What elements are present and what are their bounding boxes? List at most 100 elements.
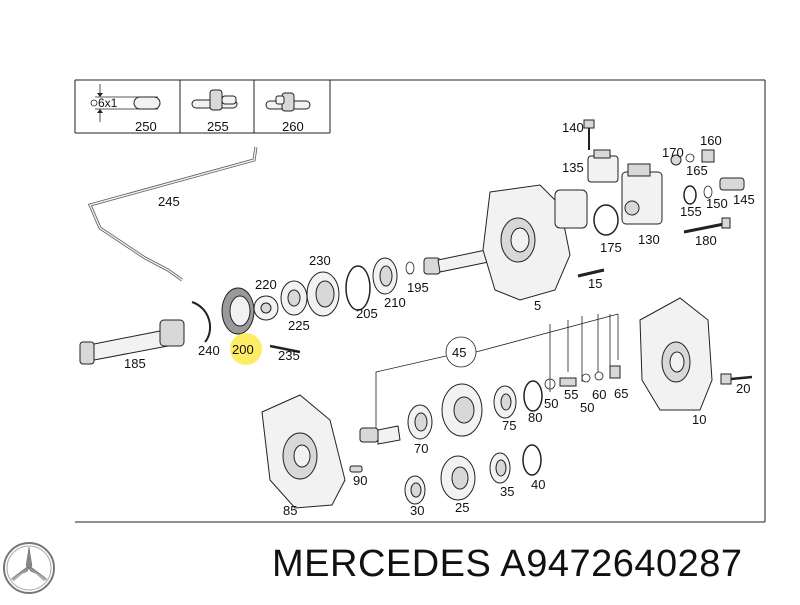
brand-name: MERCEDES: [272, 543, 492, 585]
part-150-ring: 150: [703, 185, 728, 211]
part-40-ring: 40: [522, 444, 545, 492]
part-200-bearing: 200: [221, 287, 262, 365]
callout-260: 260: [282, 119, 304, 134]
part-55-spring: 55: [559, 377, 578, 402]
part-240-snap-ring: 240: [191, 301, 220, 358]
callout-90: 90: [353, 473, 367, 488]
legend-t-connector: 255: [191, 89, 238, 134]
part-165-washer: 165: [685, 153, 708, 178]
callout-65: 65: [614, 386, 628, 401]
part-155-ring: 155: [680, 185, 702, 219]
part-145-sensor: 145: [719, 177, 755, 207]
callout-245: 245: [158, 194, 180, 209]
callout-10: 10: [692, 412, 706, 427]
callout-195: 195: [407, 280, 429, 295]
callout-140: 140: [562, 120, 584, 135]
part-130-valve-housing: 130: [621, 163, 663, 247]
part-210-bearing: 210: [372, 257, 406, 310]
callout-35: 35: [500, 484, 514, 499]
part-35-bearing: 35: [489, 452, 514, 499]
callout-130: 130: [638, 232, 660, 247]
callout-240: 240: [198, 343, 220, 358]
part-235-pin: 235: [269, 344, 301, 363]
part-90-pin: 90: [349, 465, 367, 488]
part-75-bearing: 75: [493, 385, 517, 433]
callout-210: 210: [384, 295, 406, 310]
callout-5: 5: [534, 298, 541, 313]
part-175-gasket: 175: [593, 204, 622, 255]
part-30-bearing: 30: [404, 475, 426, 518]
callout-220: 220: [255, 277, 277, 292]
arrow-down-icon: [97, 93, 103, 97]
part-45-group-bracket: 45: [375, 313, 619, 430]
part-225-gear: 225: [280, 280, 310, 333]
part-15-stud: 15: [577, 268, 605, 291]
callout-235: 235: [278, 348, 300, 363]
highlight-marker: [230, 333, 262, 365]
part-5-housing: 5: [482, 184, 588, 313]
part-185-shaft: 185: [79, 319, 185, 371]
part-160-plug: 160: [700, 133, 722, 163]
callout-80: 80: [528, 410, 542, 425]
part-70-bearing: 70: [407, 404, 433, 456]
callout-50-upper: 50: [544, 396, 558, 411]
callout-205: 205: [356, 306, 378, 321]
legend-hose: 6x1 250: [90, 84, 161, 134]
hose-dimension-label: 6x1: [98, 96, 118, 110]
mercedes-star-logo: [3, 542, 55, 594]
gear-upper: [441, 383, 483, 437]
part-135-block: 135: [562, 149, 619, 183]
part-245-pipe: 245: [87, 146, 258, 282]
callout-225: 225: [288, 318, 310, 333]
part-60-ring: 60: [592, 371, 606, 402]
part-50b-washer: 50: [580, 373, 594, 415]
callout-170: 170: [662, 145, 684, 160]
part-205-ring: 205: [345, 265, 378, 321]
callout-60: 60: [592, 387, 606, 402]
part-140-bolt: 140: [562, 119, 595, 150]
part-85-housing: 85: [261, 394, 346, 518]
callout-25: 25: [455, 500, 469, 515]
callout-250: 250: [135, 119, 157, 134]
callout-45: 45: [452, 345, 466, 360]
diagram-frame: [74, 79, 766, 523]
callout-150: 150: [706, 196, 728, 211]
callout-180: 180: [695, 233, 717, 248]
callout-135: 135: [562, 160, 584, 175]
callout-70: 70: [414, 441, 428, 456]
callout-185: 185: [124, 356, 146, 371]
callout-160: 160: [700, 133, 722, 148]
callout-30: 30: [410, 503, 424, 518]
callout-50-lower: 50: [580, 400, 594, 415]
part-25-gear: 25: [440, 455, 476, 515]
callout-20: 20: [736, 381, 750, 396]
callout-15: 15: [588, 276, 602, 291]
part-220-gear: 220: [253, 277, 279, 321]
callout-175: 175: [600, 240, 622, 255]
part-65-plug: 65: [609, 365, 628, 401]
callout-145: 145: [733, 192, 755, 207]
callout-230: 230: [309, 253, 331, 268]
callout-255: 255: [207, 119, 229, 134]
part-230-bearing: 230: [306, 253, 340, 317]
callout-85: 85: [283, 503, 297, 518]
callout-155: 155: [680, 204, 702, 219]
callout-165: 165: [686, 163, 708, 178]
arrow-up-icon: [97, 109, 103, 113]
part-170-washer: 170: [662, 145, 684, 166]
part-80-ring: 80: [523, 380, 543, 425]
part-title: MERCEDES A9472640287: [272, 543, 743, 586]
callout-55: 55: [564, 387, 578, 402]
part-180-bolt: 180: [683, 217, 731, 248]
callout-75: 75: [502, 418, 516, 433]
lower-shaft: [359, 425, 401, 445]
part-20-bolt: 20: [720, 373, 753, 396]
callout-200: 200: [232, 342, 254, 357]
legend-elbow-connector: 260: [265, 92, 311, 134]
part-10-cover: 10: [639, 297, 713, 427]
part-number: A9472640287: [500, 543, 743, 585]
part-50a-washer: 50: [544, 378, 558, 411]
callout-40: 40: [531, 477, 545, 492]
